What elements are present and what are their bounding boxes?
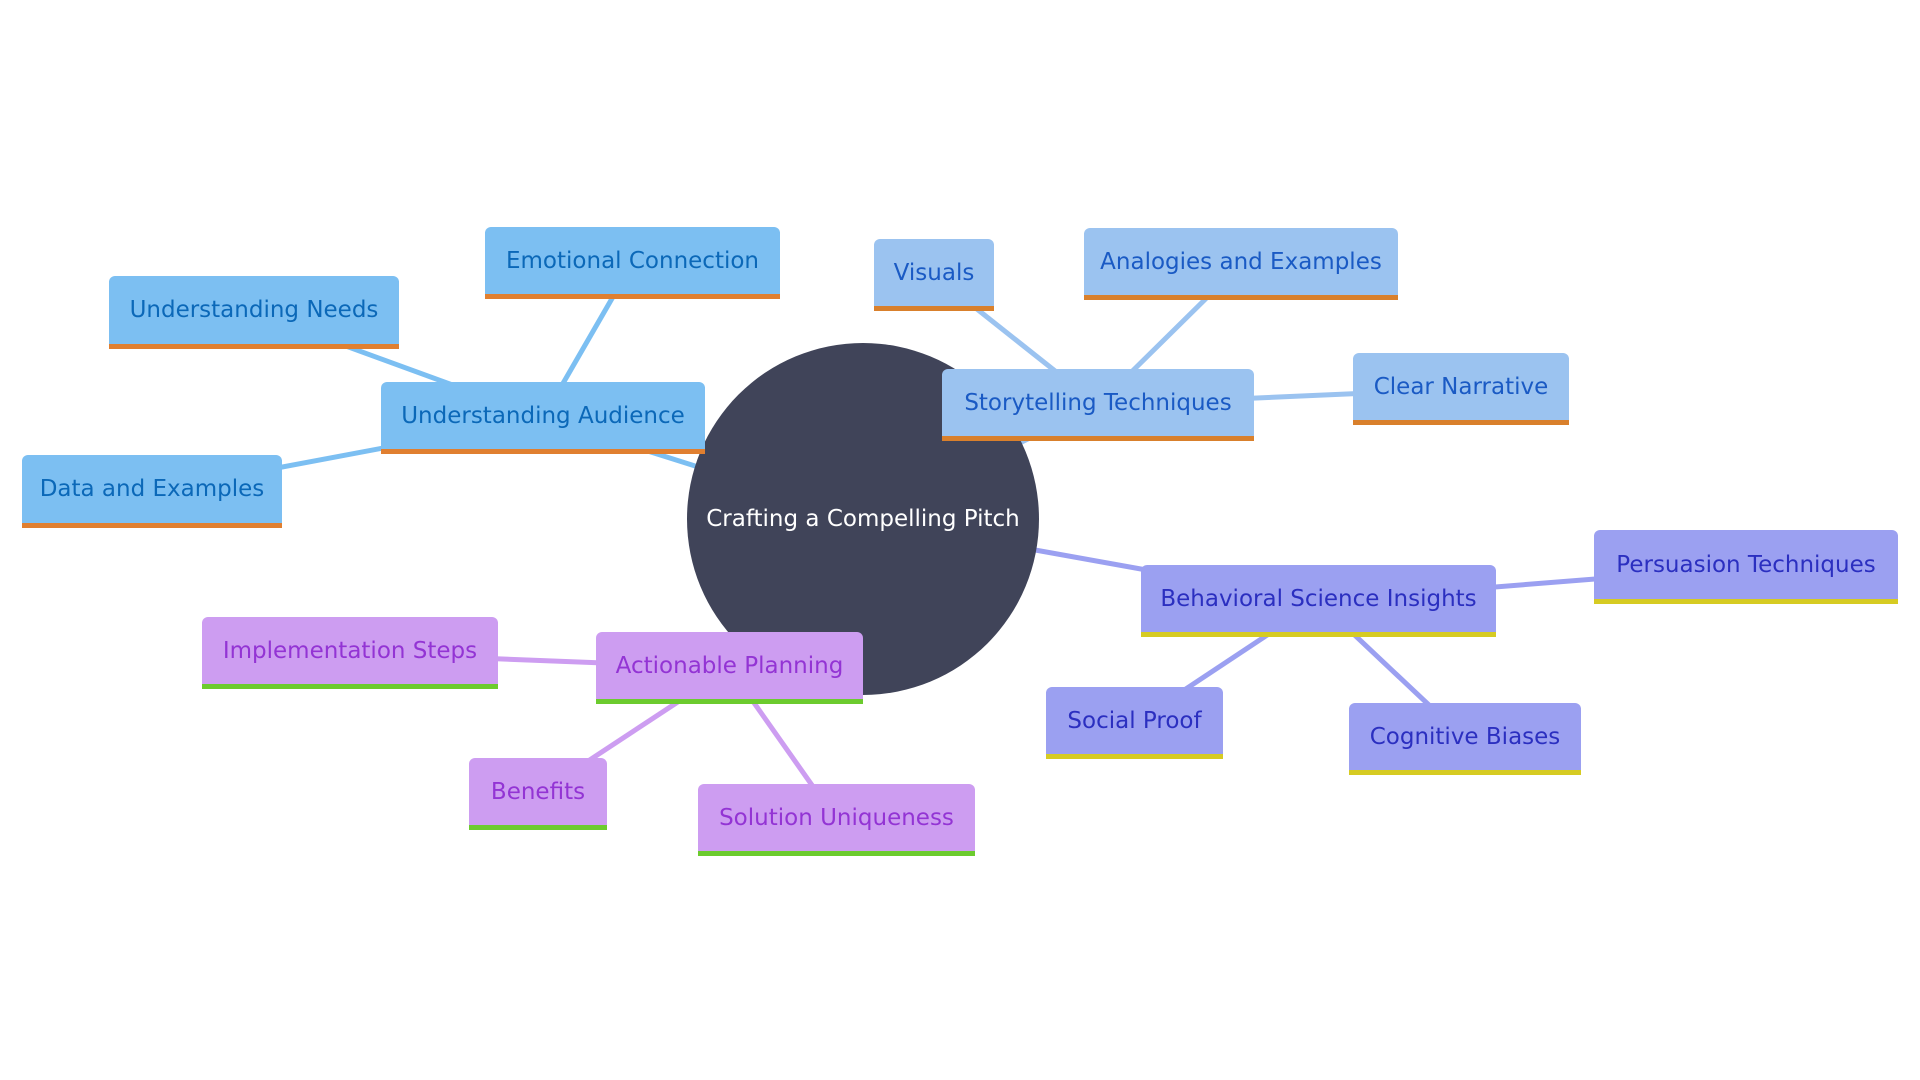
node-label: Clear Narrative [1373, 373, 1549, 400]
node-label: Emotional Connection [506, 247, 759, 274]
node-label: Social Proof [1067, 707, 1202, 734]
node-visuals[interactable]: Visuals [874, 239, 994, 311]
node-analogies-and-examples[interactable]: Analogies and Examples [1084, 228, 1398, 300]
node-label: Solution Uniqueness [719, 804, 954, 831]
node-benefits[interactable]: Benefits [469, 758, 607, 830]
node-understanding-needs[interactable]: Understanding Needs [109, 276, 399, 349]
branch-behavioral-science-insights[interactable]: Behavioral Science Insights [1141, 565, 1496, 637]
node-label: Cognitive Biases [1369, 723, 1561, 750]
branch-storytelling-techniques[interactable]: Storytelling Techniques [942, 369, 1254, 441]
node-social-proof[interactable]: Social Proof [1046, 687, 1223, 759]
node-persuasion-techniques[interactable]: Persuasion Techniques [1594, 530, 1898, 604]
node-label: Data and Examples [39, 476, 265, 502]
node-label: Understanding Needs [129, 297, 379, 323]
node-label: Analogies and Examples [1100, 248, 1382, 275]
node-label: Understanding Audience [401, 402, 685, 429]
node-label: Implementation Steps [222, 637, 478, 664]
node-cognitive-biases[interactable]: Cognitive Biases [1349, 703, 1581, 775]
node-label: Visuals [893, 259, 975, 286]
node-label: Benefits [490, 778, 586, 805]
branch-actionable-planning[interactable]: Actionable Planning [596, 632, 863, 704]
root-label: Crafting a Compelling Pitch [706, 506, 1020, 532]
node-clear-narrative[interactable]: Clear Narrative [1353, 353, 1569, 425]
node-data-and-examples[interactable]: Data and Examples [22, 455, 282, 528]
node-label: Behavioral Science Insights [1160, 585, 1477, 612]
node-label: Storytelling Techniques [964, 389, 1232, 416]
branch-understanding-audience[interactable]: Understanding Audience [381, 382, 705, 454]
node-implementation-steps[interactable]: Implementation Steps [202, 617, 498, 689]
node-label: Actionable Planning [615, 652, 844, 679]
node-solution-uniqueness[interactable]: Solution Uniqueness [698, 784, 975, 856]
node-emotional-connection[interactable]: Emotional Connection [485, 227, 780, 299]
node-label: Persuasion Techniques [1616, 551, 1876, 578]
